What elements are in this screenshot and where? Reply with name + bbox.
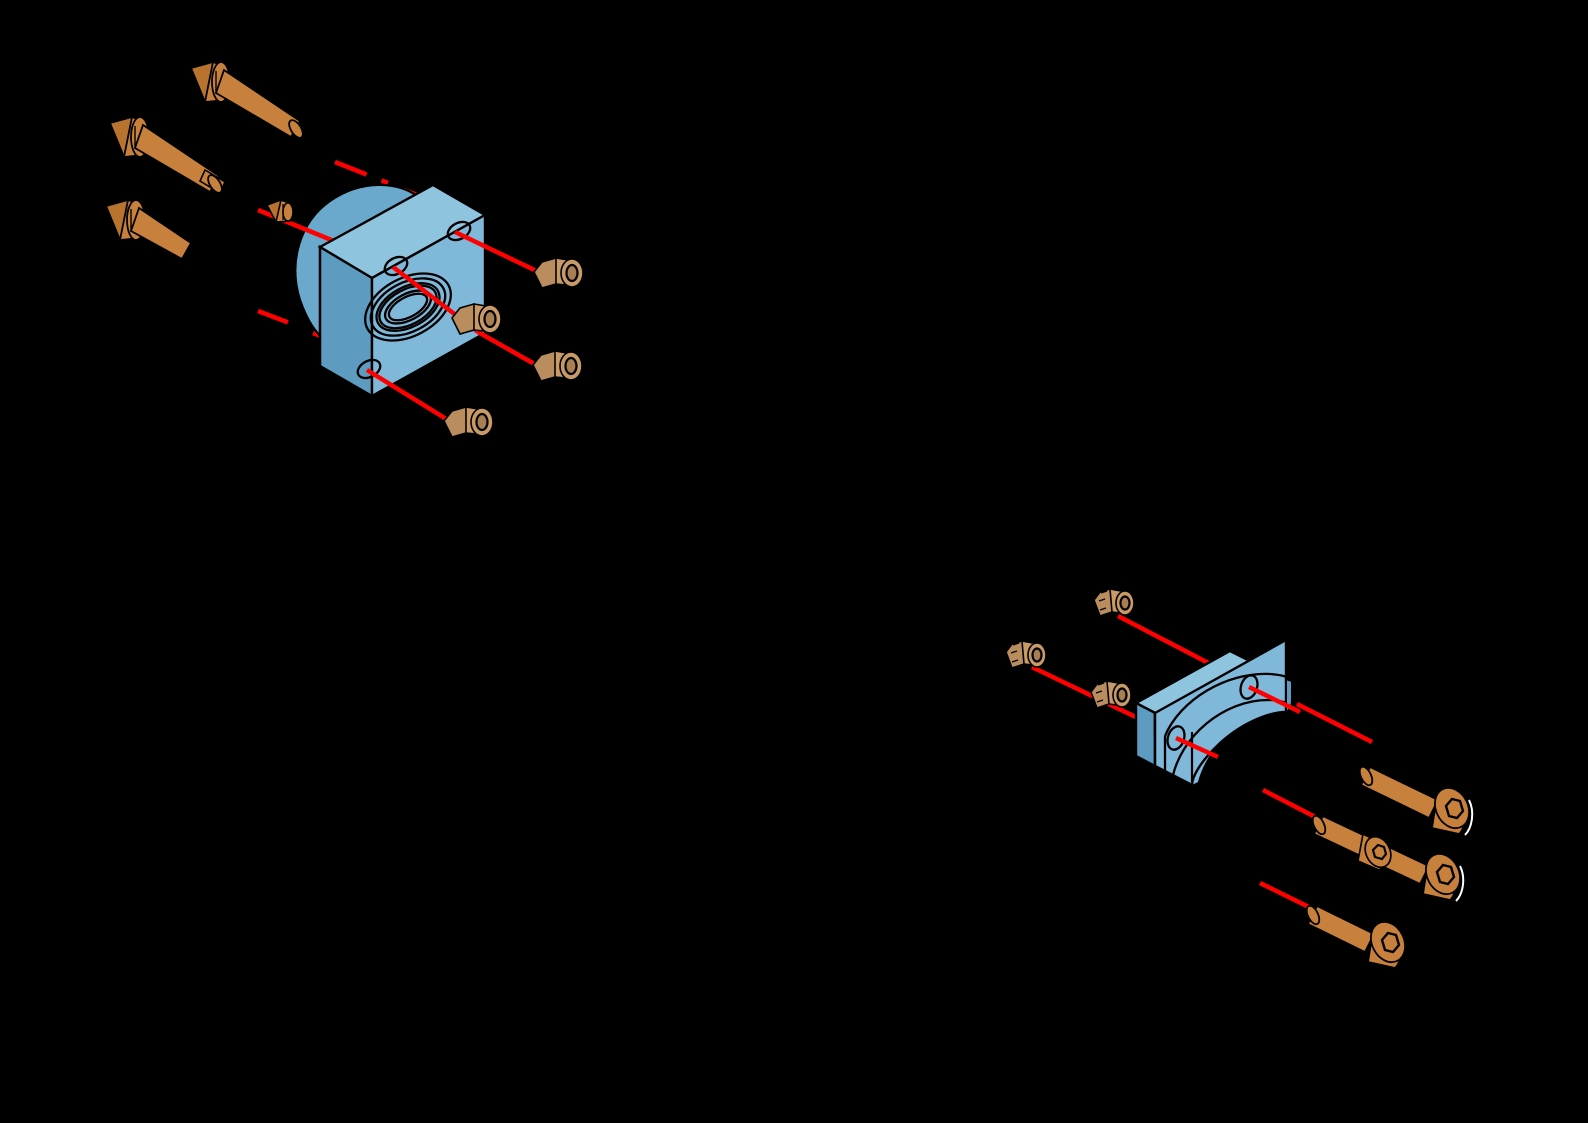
axis-screw-1	[1295, 701, 1374, 745]
socket-head-cap-screw-2	[1311, 814, 1465, 902]
axis-through-right	[1248, 684, 1301, 715]
hex-nut-1	[532, 256, 585, 290]
hex-head-bolt-2	[108, 115, 227, 195]
assembly-2-through-axes	[1175, 684, 1301, 760]
hex-nut-7	[1089, 679, 1133, 710]
saddle-left-vertical	[1163, 736, 1173, 785]
hex-nut-4	[442, 405, 495, 439]
hex-nut-5	[1092, 587, 1136, 618]
socket-head-cap-screw-1	[1358, 765, 1474, 836]
socket-head-cap-screw-3	[1305, 904, 1406, 969]
axis-line-dashed-upper	[334, 159, 389, 186]
axis-through-left	[1175, 735, 1219, 760]
hex-socket-4	[1380, 931, 1401, 954]
assembly-1-group	[104, 60, 585, 439]
saddle-arc-outer	[1163, 672, 1291, 737]
hex-socket-2	[1371, 843, 1388, 861]
axis-line-dashed-lower	[257, 308, 301, 330]
housing-boss-bottom-edge	[319, 365, 331, 373]
hex-nut-2	[450, 302, 503, 336]
hex-nut-3	[531, 349, 584, 383]
hex-head-bolt-3	[104, 198, 193, 261]
hex-nut-6	[1004, 639, 1048, 670]
axis-nut-upper	[1116, 614, 1220, 670]
axis-bolt-1	[454, 229, 546, 278]
assembly-2-group	[1004, 587, 1474, 969]
bearing-block-left-face	[1134, 701, 1157, 768]
hex-socket-3	[1435, 863, 1456, 886]
hex-head-bolt-1	[189, 60, 304, 139]
dowel-pin-plug	[265, 198, 294, 224]
axis-bolt-4	[365, 368, 458, 427]
hex-socket-1	[1444, 797, 1465, 820]
